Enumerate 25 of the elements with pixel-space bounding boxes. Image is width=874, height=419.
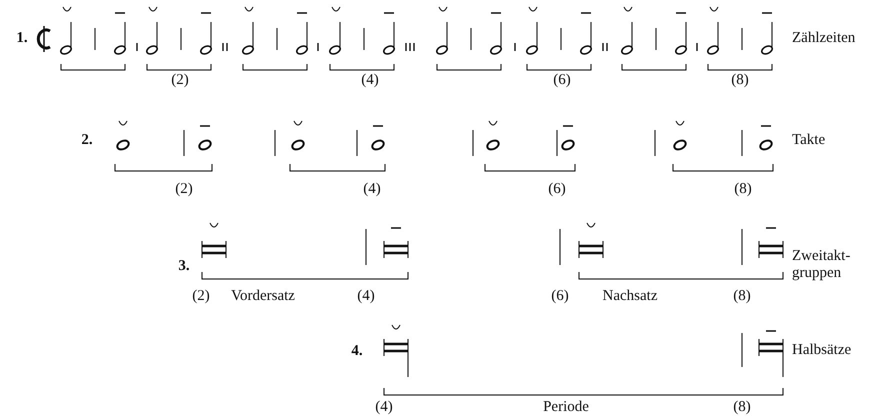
row-label: Takte xyxy=(792,132,826,149)
bracket-label: (8) xyxy=(733,288,751,305)
row-number: 4. xyxy=(351,343,363,360)
bracket-label: (8) xyxy=(734,181,752,198)
bracket-label: (2) xyxy=(171,72,189,89)
bracket-label: (4) xyxy=(357,288,375,305)
bracket-label: (8) xyxy=(731,72,749,89)
bracket-label: Nachsatz xyxy=(602,288,658,305)
bracket-label: (2) xyxy=(192,288,210,305)
row-number: 2. xyxy=(81,132,93,149)
row-label: Zweitakt-gruppen xyxy=(792,248,852,282)
bracket-label: Vordersatz xyxy=(231,288,295,305)
row-number: 1. xyxy=(16,30,28,47)
row-label: Halbsätze xyxy=(792,342,852,359)
row-label: Zählzeiten xyxy=(792,30,856,47)
bracket-label: (6) xyxy=(551,288,569,305)
bracket-label: (6) xyxy=(548,181,566,198)
bracket-label: (4) xyxy=(375,399,393,416)
row-number: 3. xyxy=(178,258,190,275)
bracket-label: (2) xyxy=(175,181,193,198)
bracket-label: (4) xyxy=(363,181,381,198)
bracket-label: (4) xyxy=(361,72,379,89)
bracket-label: (8) xyxy=(733,399,751,416)
bracket-label: Periode xyxy=(543,399,589,416)
bracket-label: (6) xyxy=(553,72,571,89)
